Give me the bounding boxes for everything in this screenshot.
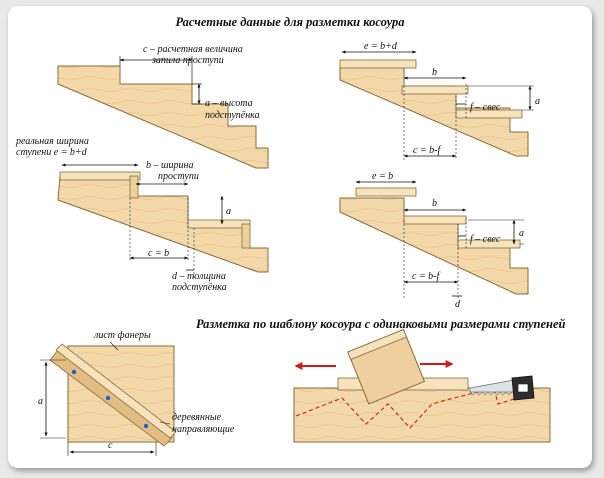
screw-dot — [105, 395, 111, 401]
screw-dot — [71, 369, 77, 375]
fig1-c-label-1: c – расчетная величина — [143, 44, 243, 55]
screw-dot — [143, 423, 149, 429]
fig2-d-label-2: подступёнка — [172, 282, 227, 293]
fig4-a-label: a — [519, 228, 524, 239]
stringer-figure-3 — [339, 50, 534, 160]
plywood-sheet-label: лист фанеры — [93, 330, 151, 341]
plywood-template-figure — [40, 341, 177, 456]
fig1-c-label-2: запила проступи — [151, 55, 224, 66]
fig5-c-label: c — [108, 440, 113, 451]
fig2-a-label: a — [226, 206, 231, 217]
fig1-a-label-2: подступёнка — [205, 110, 260, 121]
beam-marking-figure — [293, 328, 551, 443]
fig4-e-label: e = b — [372, 171, 393, 182]
fig2-b-label-1: b – ширина — [146, 160, 194, 171]
fig3-e-label: e = b+d — [364, 41, 398, 52]
fig2-b-label-2: проступи — [158, 171, 199, 182]
fig4-f-label: f – свес — [470, 234, 501, 245]
guides-label-1: деревянные — [172, 412, 222, 423]
guides-label-2: направляющие — [172, 424, 235, 435]
fig2-c-label: c = b — [148, 248, 169, 259]
fig3-b-label: b — [432, 67, 437, 78]
fig2-d-label-1: d – толщина — [172, 271, 226, 282]
fig3-c-label: c = b-f — [413, 145, 442, 156]
stringer-figure-4 — [339, 180, 529, 298]
top-title: Расчетные данные для разметки косоура — [176, 15, 405, 29]
stringer-figure-1 — [57, 56, 269, 169]
fig5-a-label: a — [38, 396, 43, 407]
fig4-d-label: d — [455, 299, 461, 310]
fig4-b-label: b — [432, 198, 437, 209]
fig2-width-label-1: реальная ширина — [15, 136, 89, 147]
fig4-c-label: c = b-f — [412, 271, 441, 282]
bottom-title: Разметка по шаблону косоура с одинаковым… — [196, 317, 566, 331]
fig2-width-label-2: ступени e = b+d — [16, 147, 88, 158]
fig3-a-label: a — [535, 96, 540, 107]
fig1-a-label-1: a – высота — [205, 98, 253, 109]
fig3-f-label: f – свес — [470, 102, 501, 113]
stringer-figure-2 — [57, 163, 269, 278]
